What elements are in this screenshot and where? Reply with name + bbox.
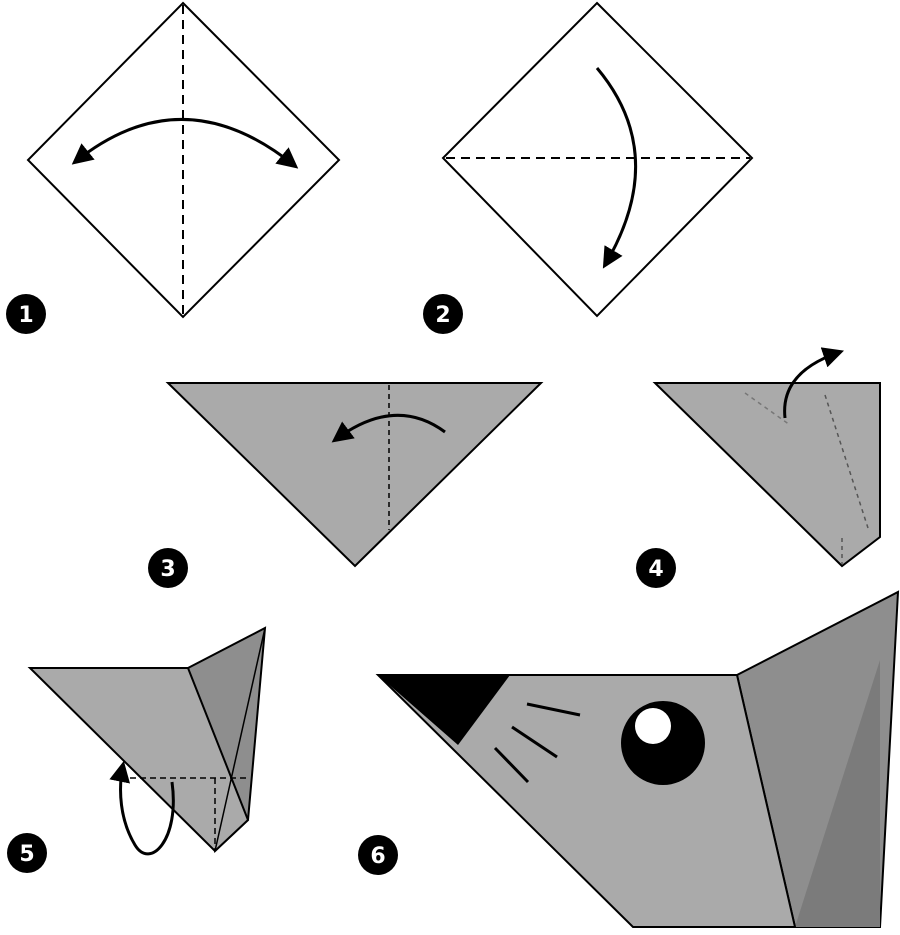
svg-text:1: 1 bbox=[18, 303, 33, 328]
svg-text:4: 4 bbox=[648, 557, 663, 582]
step-badge: 6 bbox=[358, 835, 398, 875]
step-6: 6 bbox=[358, 592, 898, 927]
step-4: 4 bbox=[636, 352, 880, 588]
svg-text:3: 3 bbox=[160, 557, 175, 582]
step-1: 1 bbox=[6, 3, 339, 334]
svg-text:6: 6 bbox=[370, 844, 385, 869]
folded-shape bbox=[655, 383, 880, 566]
svg-text:2: 2 bbox=[435, 303, 450, 328]
step-badge: 4 bbox=[636, 548, 676, 588]
folded-triangle bbox=[168, 383, 541, 566]
svg-text:5: 5 bbox=[19, 842, 34, 867]
step-3: 3 bbox=[148, 383, 541, 588]
eye-highlight bbox=[635, 708, 671, 744]
step-badge: 1 bbox=[6, 294, 46, 334]
step-badge: 3 bbox=[148, 548, 188, 588]
step-2: 2 bbox=[423, 3, 752, 334]
square-paper-diamond bbox=[443, 3, 752, 316]
step-badge: 5 bbox=[7, 833, 47, 873]
step-5: 5 bbox=[7, 628, 265, 873]
step-badge: 2 bbox=[423, 294, 463, 334]
